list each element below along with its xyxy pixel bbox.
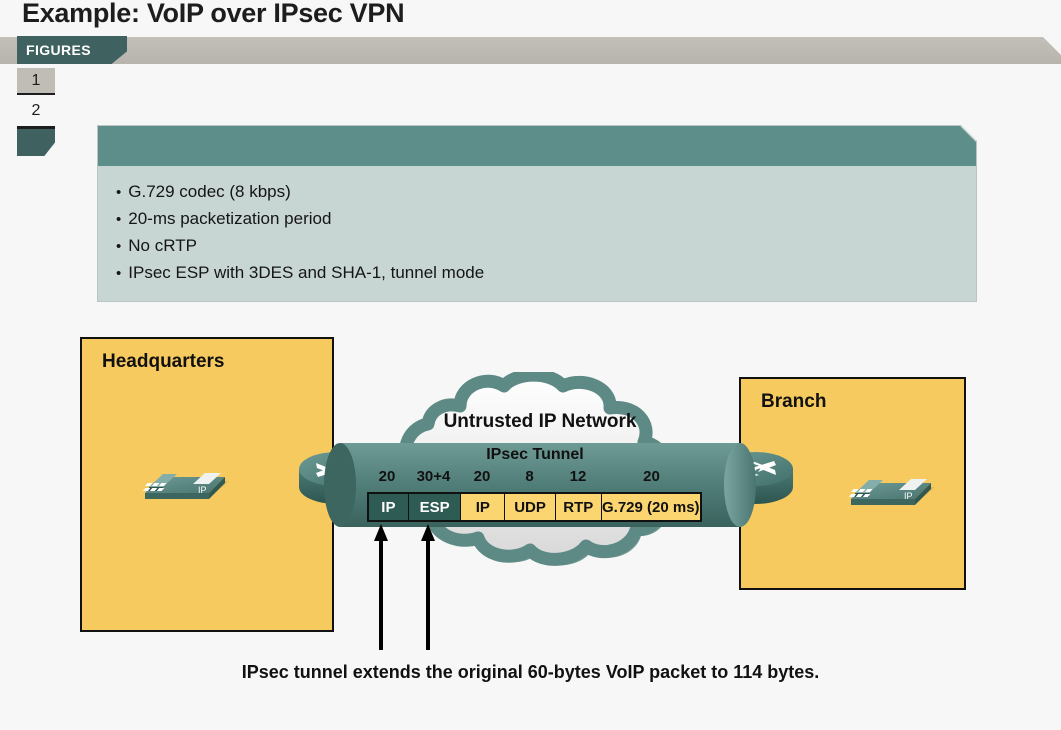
bullet-marker-icon: • <box>116 183 122 201</box>
bullet-marker-icon: • <box>116 264 122 282</box>
list-item: • G.729 codec (8 kbps) <box>98 178 976 205</box>
list-item: • 20-ms packetization period <box>98 205 976 232</box>
tunnel-label: IPsec Tunnel <box>486 446 584 463</box>
list-item: • IPsec ESP with 3DES and SHA-1, tunnel … <box>98 259 976 286</box>
sidebar-tab-accent[interactable] <box>17 126 55 156</box>
packet-field-ip-outer: IP <box>369 494 409 520</box>
sidebar-item-2-label: 2 <box>31 101 41 119</box>
sidebar-item-2[interactable]: 2 <box>17 97 55 124</box>
packet-size-ip-inner: 20 <box>473 468 491 485</box>
tab-figures-label: FIGURES <box>26 42 92 58</box>
packet-size-udp: 8 <box>525 468 534 485</box>
sidebar-item-1[interactable]: 1 <box>17 68 55 95</box>
content-panel: • G.729 codec (8 kbps) • 20-ms packetiza… <box>97 125 977 302</box>
list-item-label: 20-ms packetization period <box>128 208 332 228</box>
content-panel-header <box>98 126 976 166</box>
header-bar <box>0 37 1061 64</box>
bullet-marker-icon: • <box>116 237 122 255</box>
packet-field-udp: UDP <box>505 494 556 520</box>
packet-field-esp: ESP <box>408 494 462 520</box>
ip-phone-icon: IP <box>848 479 935 505</box>
sidebar-item-1-label: 1 <box>31 71 41 89</box>
list-item-label: G.729 codec (8 kbps) <box>128 181 291 201</box>
branch-label: Branch <box>761 391 827 412</box>
ip-phone-badge: IP <box>904 491 913 501</box>
pointer-arrow-icon <box>374 524 388 650</box>
bullet-list: • G.729 codec (8 kbps) • 20-ms packetiza… <box>98 166 976 286</box>
packet-field-payload: G.729 (20 ms) <box>601 494 700 520</box>
packet-diagram: IP ESP IP UDP RTP G.729 (20 ms) <box>367 492 702 522</box>
packet-size-rtp: 12 <box>569 468 587 485</box>
page-title: Example: VoIP over IPsec VPN <box>22 0 405 28</box>
headquarters-box: Headquarters <box>80 337 334 632</box>
bullet-marker-icon: • <box>116 210 122 228</box>
headquarters-label: Headquarters <box>102 351 225 372</box>
figure-caption: IPsec tunnel extends the original 60-byt… <box>241 662 820 682</box>
list-item-label: IPsec ESP with 3DES and SHA-1, tunnel mo… <box>128 262 485 282</box>
network-label: Untrusted IP Network <box>443 411 637 432</box>
ip-phone-badge: IP <box>198 485 207 495</box>
packet-size-ip-outer: 20 <box>378 468 396 485</box>
tab-figures[interactable]: FIGURES <box>17 36 127 64</box>
packet-size-esp: 30+4 <box>416 468 451 485</box>
packet-field-ip-inner: IP <box>461 494 506 520</box>
list-item: • No cRTP <box>98 232 976 259</box>
packet-size-payload: 20 <box>643 468 660 485</box>
packet-size-row: 20 30+4 20 8 12 20 <box>367 468 702 485</box>
packet-field-rtp: RTP <box>555 494 602 520</box>
list-item-label: No cRTP <box>128 235 197 255</box>
ip-phone-icon: IP <box>142 473 229 499</box>
pointer-arrow-icon <box>421 524 435 650</box>
